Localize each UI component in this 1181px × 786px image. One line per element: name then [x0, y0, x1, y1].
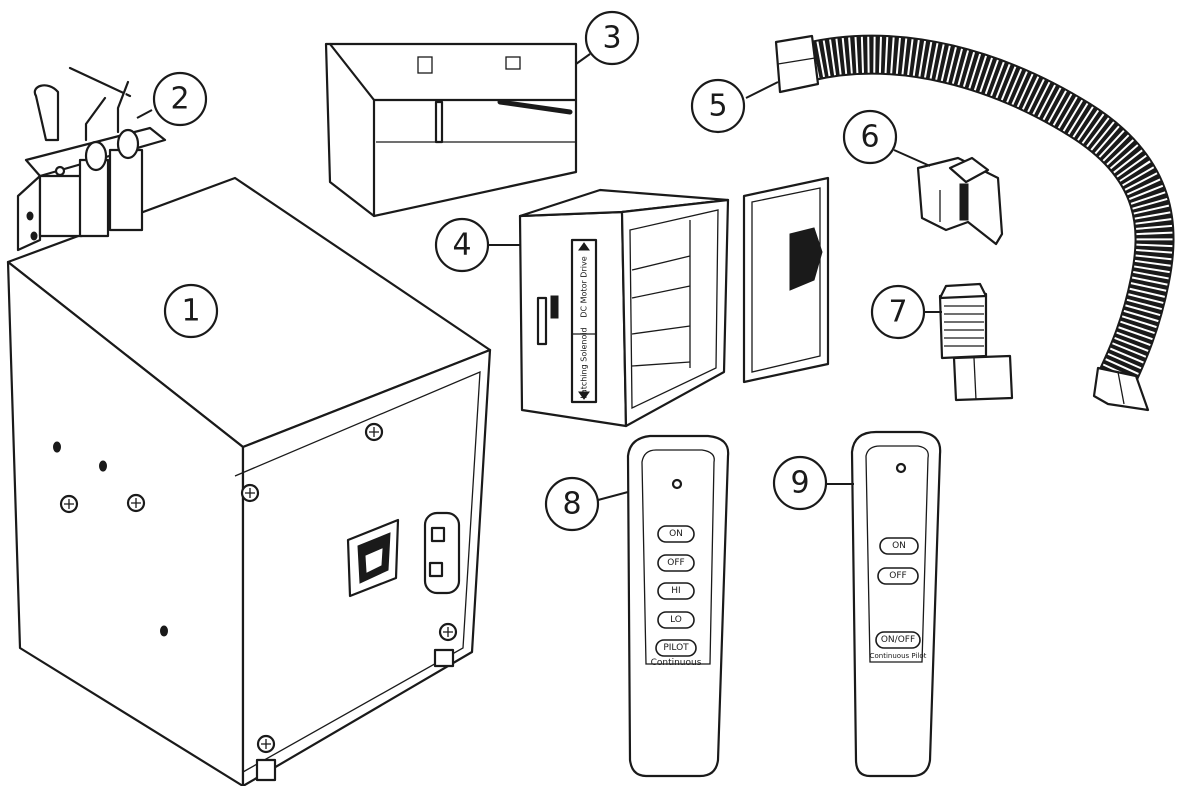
- box-left-face: [6, 260, 245, 786]
- svg-text:8: 8: [562, 487, 581, 522]
- hole: [53, 441, 61, 453]
- hex-nut: [952, 354, 1014, 402]
- svg-text:7: 7: [888, 295, 907, 330]
- indicator-panel: [423, 511, 461, 595]
- remote-body: [626, 434, 730, 778]
- dc-motor-drive-label: DC Motor Drive: [580, 256, 589, 317]
- svg-text:PILOT: PILOT: [663, 643, 689, 653]
- fitting-end: [774, 34, 820, 94]
- part-8-remote: ON OFF HI LO PILOT Continuous: [626, 434, 730, 778]
- callout-1: 1: [163, 283, 219, 339]
- screw: [364, 422, 384, 442]
- remote-body: [850, 430, 942, 778]
- svg-text:5: 5: [708, 89, 727, 124]
- svg-text:ON: ON: [892, 541, 906, 551]
- part-4-battery-cover: [742, 176, 830, 384]
- arrow-icon: [789, 227, 823, 291]
- thermocouple-hook: [33, 84, 60, 142]
- remote8-caption: Continuous: [651, 658, 702, 668]
- remote8-off-button[interactable]: [657, 554, 695, 572]
- callout-7: 7: [870, 284, 942, 340]
- screw: [126, 493, 146, 513]
- callout-3: 3: [575, 10, 640, 66]
- part-5-flex-gas-line: [774, 34, 1175, 412]
- remote-led: [895, 462, 907, 474]
- remote8-pilot-button[interactable]: [655, 639, 697, 657]
- screw: [240, 483, 260, 503]
- cover-outer: [324, 42, 578, 218]
- svg-text:6: 6: [860, 120, 879, 155]
- screw: [256, 734, 276, 754]
- part-2-pilot-assembly: [16, 66, 167, 252]
- svg-text:2: 2: [170, 82, 189, 117]
- svg-text:OFF: OFF: [889, 571, 906, 581]
- callout-8: 8: [544, 476, 629, 532]
- remote8-lo-button[interactable]: [657, 611, 695, 629]
- remote9-on-button[interactable]: [879, 537, 919, 555]
- callout-5: 5: [690, 78, 779, 134]
- part-4-receiver: DC Motor Drive Latching Solenoid: [518, 188, 730, 428]
- bolt-thread: [959, 183, 969, 221]
- screw: [59, 494, 79, 514]
- hex-bolt-head: [948, 156, 990, 184]
- receiver-label-strip: [570, 238, 598, 404]
- hole: [99, 460, 107, 472]
- hole: [160, 625, 168, 637]
- remote8-hi-button[interactable]: [657, 582, 695, 600]
- svg-text:ON/OFF: ON/OFF: [881, 635, 915, 645]
- part-6-clamp: [916, 156, 1004, 246]
- remote8-on-button[interactable]: [657, 525, 695, 543]
- box-foot: [433, 648, 455, 668]
- part-1-control-box: [6, 176, 492, 786]
- svg-text:1: 1: [181, 294, 200, 329]
- box-foot: [255, 758, 277, 782]
- callout-6: 6: [842, 109, 931, 167]
- part-9-remote: ON OFF ON/OFF Continuous Pilot: [850, 430, 942, 778]
- callout-9: 9: [772, 455, 854, 511]
- callout-4: 4: [434, 217, 520, 273]
- svg-text:3: 3: [602, 21, 621, 56]
- svg-text:ON: ON: [669, 529, 683, 539]
- part-3-cover: [324, 42, 578, 218]
- slide-switch: [536, 296, 548, 346]
- remote9-onoff-button[interactable]: [875, 631, 921, 649]
- svg-text:4: 4: [452, 228, 471, 263]
- svg-text:OFF: OFF: [667, 558, 684, 568]
- remote9-off-button[interactable]: [877, 567, 919, 585]
- svg-text:LO: LO: [670, 615, 682, 625]
- callout-2: 2: [136, 71, 208, 127]
- svg-text:9: 9: [790, 466, 809, 501]
- screw: [438, 622, 458, 642]
- rocker-switch: [346, 518, 400, 598]
- svg-text:HI: HI: [671, 586, 680, 596]
- part-7-fitting: [938, 282, 1014, 402]
- latching-solenoid-label: Latching Solenoid: [580, 327, 589, 398]
- remote-led: [671, 478, 683, 490]
- remote9-caption: Continuous Pilot: [870, 652, 927, 660]
